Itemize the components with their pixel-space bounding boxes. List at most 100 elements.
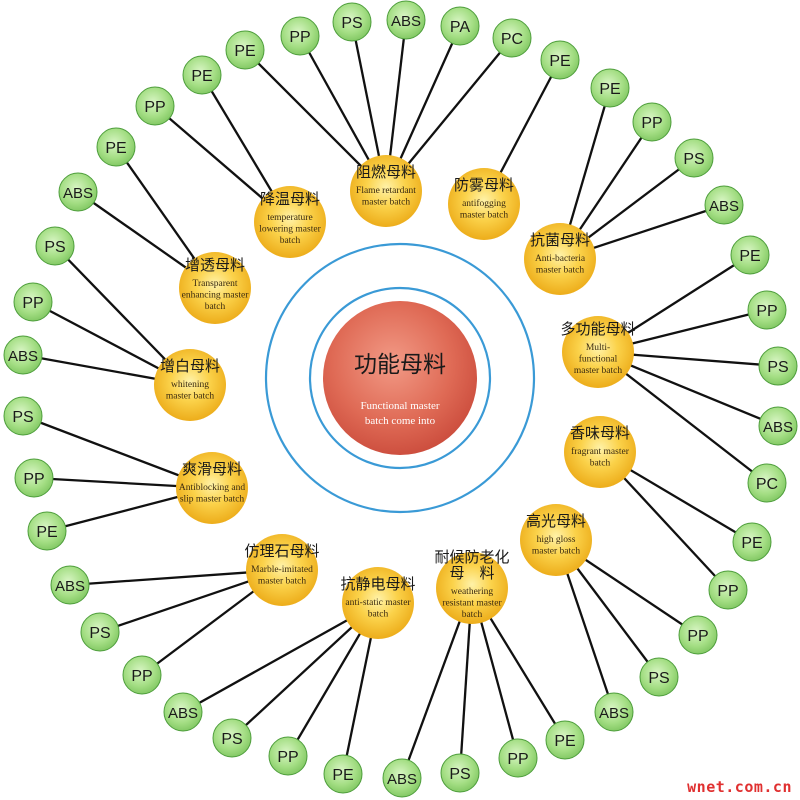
material-node-pc: PC	[747, 463, 787, 503]
category-subtitle-line: master batch	[460, 211, 509, 221]
material-circle	[268, 736, 308, 776]
category-subtitle-line: functional	[579, 354, 618, 365]
material-label: PS	[767, 359, 788, 376]
material-node-pe: PE	[323, 754, 363, 794]
category-subtitle-line: fragrant master	[571, 446, 630, 457]
material-circle	[758, 346, 798, 386]
material-circle	[704, 185, 744, 225]
material-circle	[758, 406, 798, 446]
category-subtitle-line: weathering	[451, 587, 493, 597]
material-circle	[280, 16, 320, 56]
material-circle	[440, 753, 480, 793]
category-subtitle-line: master batch	[362, 198, 411, 208]
material-circle	[80, 612, 120, 652]
category-subtitle-line: batch	[368, 610, 389, 620]
category-subtitle-line: Antiblocking and	[179, 483, 245, 493]
material-node-pe: PE	[27, 511, 67, 551]
category-circle	[350, 155, 422, 227]
category-subtitle-line: master batch	[536, 266, 585, 276]
material-node-pe: PE	[732, 522, 772, 562]
material-label: PE	[36, 524, 57, 541]
material-node-pp: PP	[708, 570, 748, 610]
material-node-pe: PE	[730, 235, 770, 275]
material-circle	[639, 657, 679, 697]
material-node-abs: ABS	[594, 692, 634, 732]
material-node-ps: PS	[639, 657, 679, 697]
material-node-abs: ABS	[58, 172, 98, 212]
category-subtitle-line: Marble-imitated	[251, 565, 313, 575]
material-circle	[135, 86, 175, 126]
category-title: 增白母料	[160, 357, 220, 375]
material-node-abs: ABS	[3, 335, 43, 375]
material-label: PP	[289, 29, 310, 46]
category-subtitle-line: enhancing master	[182, 291, 250, 301]
category-circle	[176, 452, 248, 524]
material-circle	[3, 335, 43, 375]
material-label: PP	[144, 99, 165, 116]
category-title: 多功能母料	[560, 320, 635, 338]
material-node-ps: PS	[35, 226, 75, 266]
material-circle	[382, 758, 422, 798]
material-label: PE	[549, 53, 570, 70]
category-circle	[254, 186, 326, 258]
material-label: PA	[450, 19, 470, 36]
material-circle	[14, 458, 54, 498]
material-node-pe: PE	[225, 30, 265, 70]
material-circle	[332, 2, 372, 42]
material-node-ps: PS	[80, 612, 120, 652]
material-label: PE	[739, 248, 760, 265]
material-label: PE	[741, 535, 762, 552]
material-node-pp: PP	[135, 86, 175, 126]
category-subtitle-line: master batch	[258, 577, 307, 587]
category-circle	[436, 552, 508, 624]
material-node-ps: PS	[3, 396, 43, 436]
material-node-pe: PE	[545, 720, 585, 760]
material-circle	[440, 6, 480, 46]
watermark: wnet.com.cn	[687, 778, 792, 796]
material-label: PP	[23, 471, 44, 488]
material-label: PP	[717, 583, 738, 600]
material-circle	[58, 172, 98, 212]
material-label: PP	[641, 115, 662, 132]
category-subtitle-line: temperature	[267, 213, 312, 223]
category-subtitle-line: antifogging	[462, 198, 506, 209]
material-circle	[594, 692, 634, 732]
material-label: PE	[332, 767, 353, 784]
category-title: 高光母料	[526, 512, 586, 530]
category-circle	[520, 504, 592, 576]
material-circle	[323, 754, 363, 794]
material-node-abs: ABS	[758, 406, 798, 446]
material-node-pp: PP	[747, 290, 787, 330]
material-label: PS	[683, 151, 704, 168]
material-label: PE	[599, 81, 620, 98]
material-circle	[747, 463, 787, 503]
material-label: PS	[12, 409, 33, 426]
category-subtitle-line: master batch	[574, 366, 623, 376]
category-circle	[154, 349, 226, 421]
category-circle	[246, 534, 318, 606]
material-node-ps: PS	[674, 138, 714, 178]
category-subtitle-line: slip master batch	[180, 495, 245, 505]
material-node-pp: PP	[122, 655, 162, 695]
material-node-pp: PP	[14, 458, 54, 498]
material-node-ps: PS	[758, 346, 798, 386]
category-subtitle-line: high gloss	[537, 535, 576, 545]
material-node-abs: ABS	[382, 758, 422, 798]
material-label: PP	[687, 628, 708, 645]
category-title: 耐候防老化	[434, 548, 509, 566]
category-subtitle-line: master batch	[532, 547, 581, 557]
material-node-abs: ABS	[386, 0, 426, 40]
material-label: ABS	[168, 705, 198, 722]
material-circle	[732, 522, 772, 562]
material-circle	[13, 282, 53, 322]
category-title: 仿理石母料	[244, 542, 319, 560]
material-label: PE	[554, 733, 575, 750]
